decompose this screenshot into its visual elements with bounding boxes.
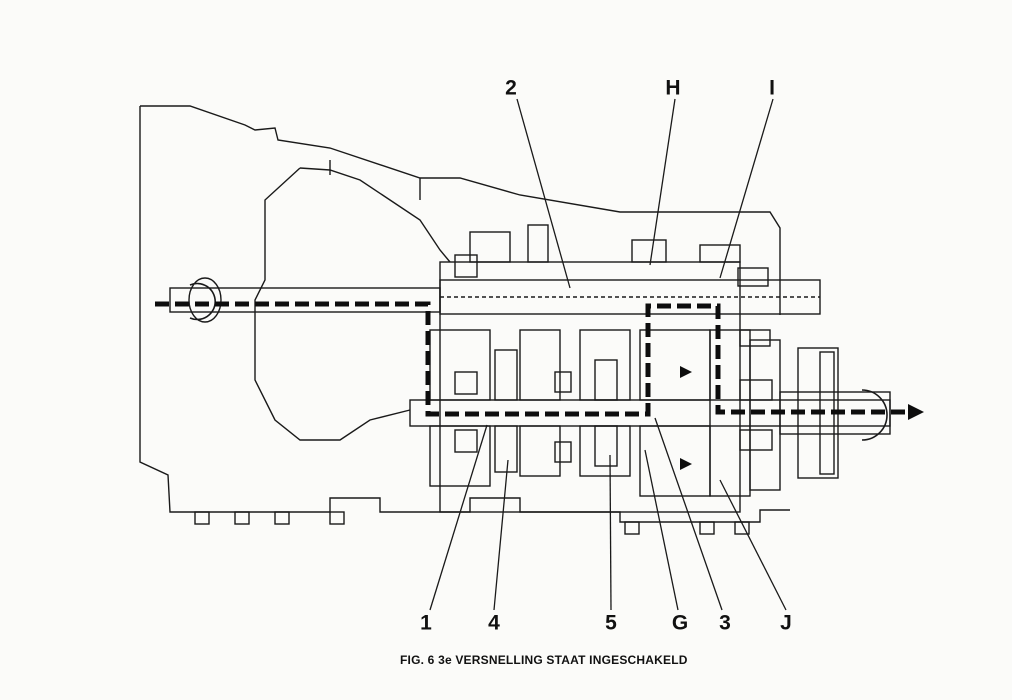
callout-I: I bbox=[769, 76, 775, 100]
leader-I bbox=[719, 98, 774, 279]
power-flow-path bbox=[155, 301, 908, 417]
leader-1 bbox=[429, 424, 488, 611]
callout-J: J bbox=[780, 611, 792, 635]
callout-4: 4 bbox=[488, 611, 500, 635]
leader-5 bbox=[609, 454, 612, 611]
output-rotation-arrow bbox=[861, 389, 888, 441]
leader-J bbox=[719, 479, 787, 611]
synchronizer-5 bbox=[594, 359, 618, 401]
bearings bbox=[454, 254, 839, 479]
callout-G: G bbox=[671, 611, 689, 635]
callout-2: 2 bbox=[505, 76, 517, 100]
callout-1: 1 bbox=[420, 611, 432, 635]
leader-2 bbox=[516, 98, 571, 289]
synchronizer-4 bbox=[494, 349, 518, 401]
housing-inner-wall bbox=[254, 167, 411, 441]
leader-G bbox=[644, 449, 679, 611]
mounting-bolts bbox=[194, 511, 750, 535]
gear-set bbox=[429, 329, 781, 497]
leader-3 bbox=[654, 417, 723, 611]
callout-5: 5 bbox=[605, 611, 617, 635]
figure-caption: FIG. 6 3e VERSNELLING STAAT INGESCHAKELD bbox=[400, 653, 688, 667]
bell-housing bbox=[140, 105, 781, 315]
callout-3: 3 bbox=[719, 611, 731, 635]
leader-4 bbox=[493, 459, 509, 611]
flow-arrow-upper bbox=[680, 366, 692, 378]
output-arrow-head bbox=[908, 404, 924, 420]
flow-arrow-lower bbox=[680, 458, 692, 470]
gearbox-case bbox=[439, 261, 741, 513]
leader-H bbox=[649, 98, 676, 266]
callout-H: H bbox=[665, 76, 681, 100]
input-shaft bbox=[169, 287, 441, 313]
